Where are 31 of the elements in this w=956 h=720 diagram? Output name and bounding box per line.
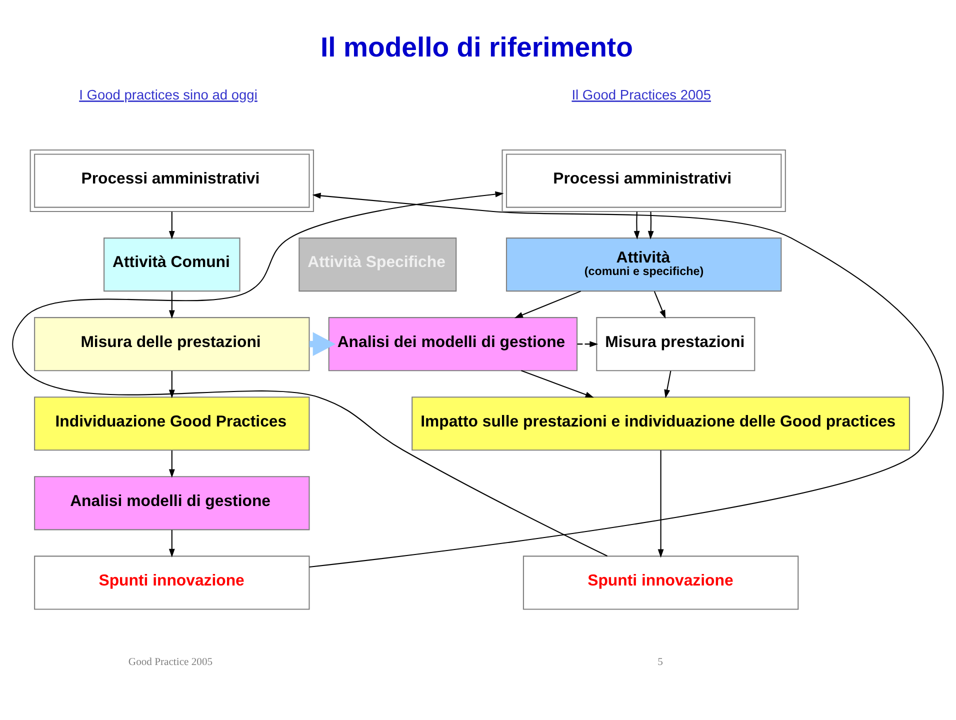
arrow <box>168 450 175 478</box>
node-box: Analisi modelli di gestione <box>34 476 310 530</box>
arrow <box>634 212 640 240</box>
node-box: Individuazione Good Practices <box>34 396 310 451</box>
node-box: Impatto sulle prestazioni e individuazione delle Good practices <box>412 396 910 451</box>
node-box: Attività (comuni e specifiche) <box>506 238 782 292</box>
node-box: Processi amministrativi <box>30 150 314 212</box>
node-box: Spunti innovazione <box>34 556 310 610</box>
arrow <box>521 370 594 398</box>
node-box: Misura prestazioni <box>596 317 756 372</box>
arrow <box>168 212 175 240</box>
node-box: Analisi dei modelli di gestione <box>328 317 578 372</box>
arrow <box>514 290 581 318</box>
node-box: Attività Comuni <box>104 238 240 292</box>
label: Good Practice 2005 <box>128 656 213 668</box>
arrow <box>168 291 175 319</box>
label: I Good practices sino ad oggi <box>79 88 258 103</box>
node-box: Processi amministrativi <box>502 150 786 212</box>
node-box: Misura delle prestazioni <box>34 317 310 372</box>
label: Il Good Practices 2005 <box>572 88 711 103</box>
arrow <box>12 191 608 556</box>
label: 5 <box>658 656 663 668</box>
arrow <box>168 370 175 398</box>
arrow <box>664 370 672 398</box>
node-box: Spunti innovazione <box>522 556 799 610</box>
arrow <box>654 291 666 319</box>
arrow <box>168 530 175 558</box>
arrow <box>658 450 664 558</box>
diagram-title: Il modello di riferimento <box>320 31 633 62</box>
arrow <box>577 341 598 348</box>
arrow <box>648 212 654 240</box>
